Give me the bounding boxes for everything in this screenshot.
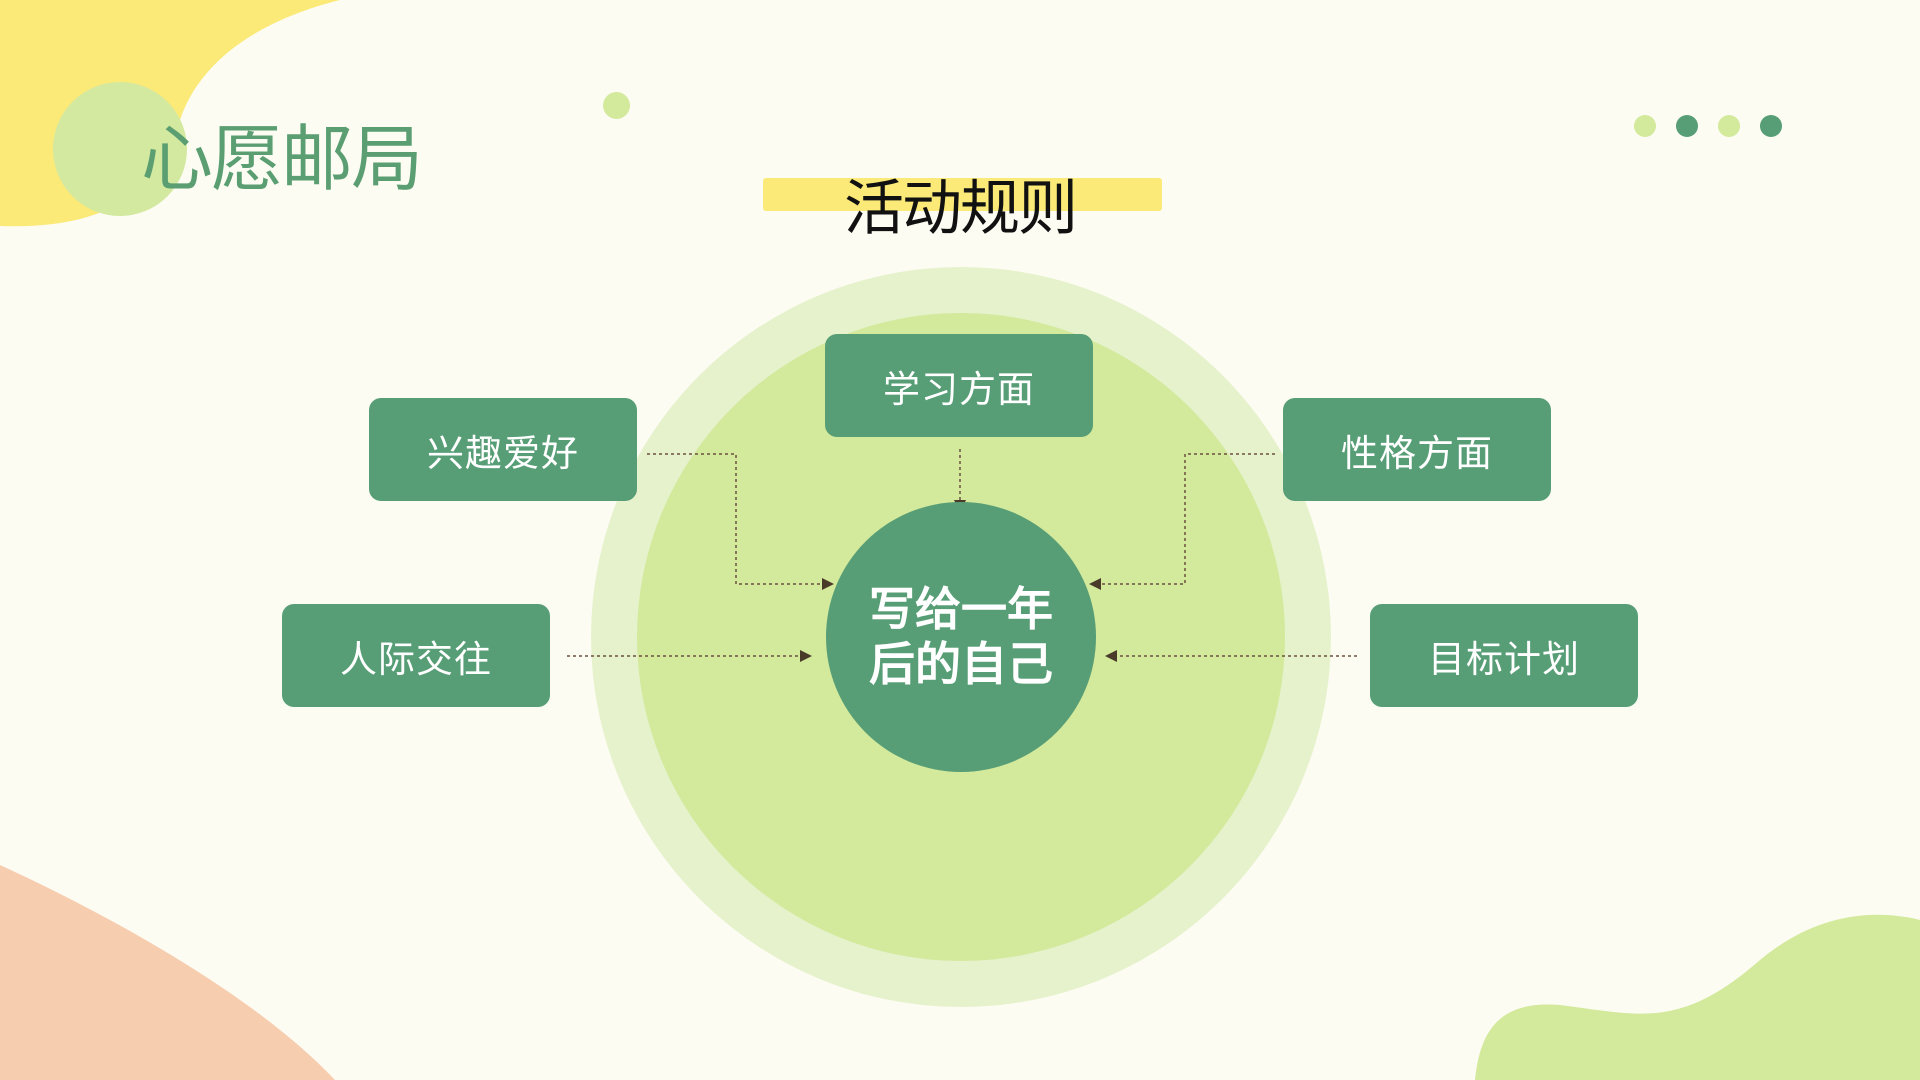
decor-dot xyxy=(1634,115,1656,137)
node-goals: 目标计划 xyxy=(1370,604,1638,707)
center-line-1: 写给一年 xyxy=(869,581,1053,636)
green-blob xyxy=(1475,914,1920,1080)
decor-dot xyxy=(1760,115,1782,137)
connector-hobby xyxy=(647,453,834,590)
connector-character xyxy=(1089,453,1275,590)
page-title: 活动规则 xyxy=(844,174,1078,244)
brand-title: 心愿邮局 xyxy=(141,117,423,201)
center-line-2: 后的自己 xyxy=(869,637,1053,691)
peach-blob xyxy=(0,865,335,1080)
node-social: 人际交往 xyxy=(282,604,550,707)
decor-dot xyxy=(1718,115,1740,137)
node-hobby: 兴趣爱好 xyxy=(369,398,637,501)
decor-dot xyxy=(1676,115,1698,137)
node-study: 学习方面 xyxy=(825,334,1093,437)
node-character: 性格方面 xyxy=(1283,398,1551,501)
decor-dot xyxy=(603,92,630,119)
center-node: 写给一年 后的自己 xyxy=(826,502,1096,772)
green-circle-decor xyxy=(53,82,187,216)
title-highlight xyxy=(763,178,1162,211)
